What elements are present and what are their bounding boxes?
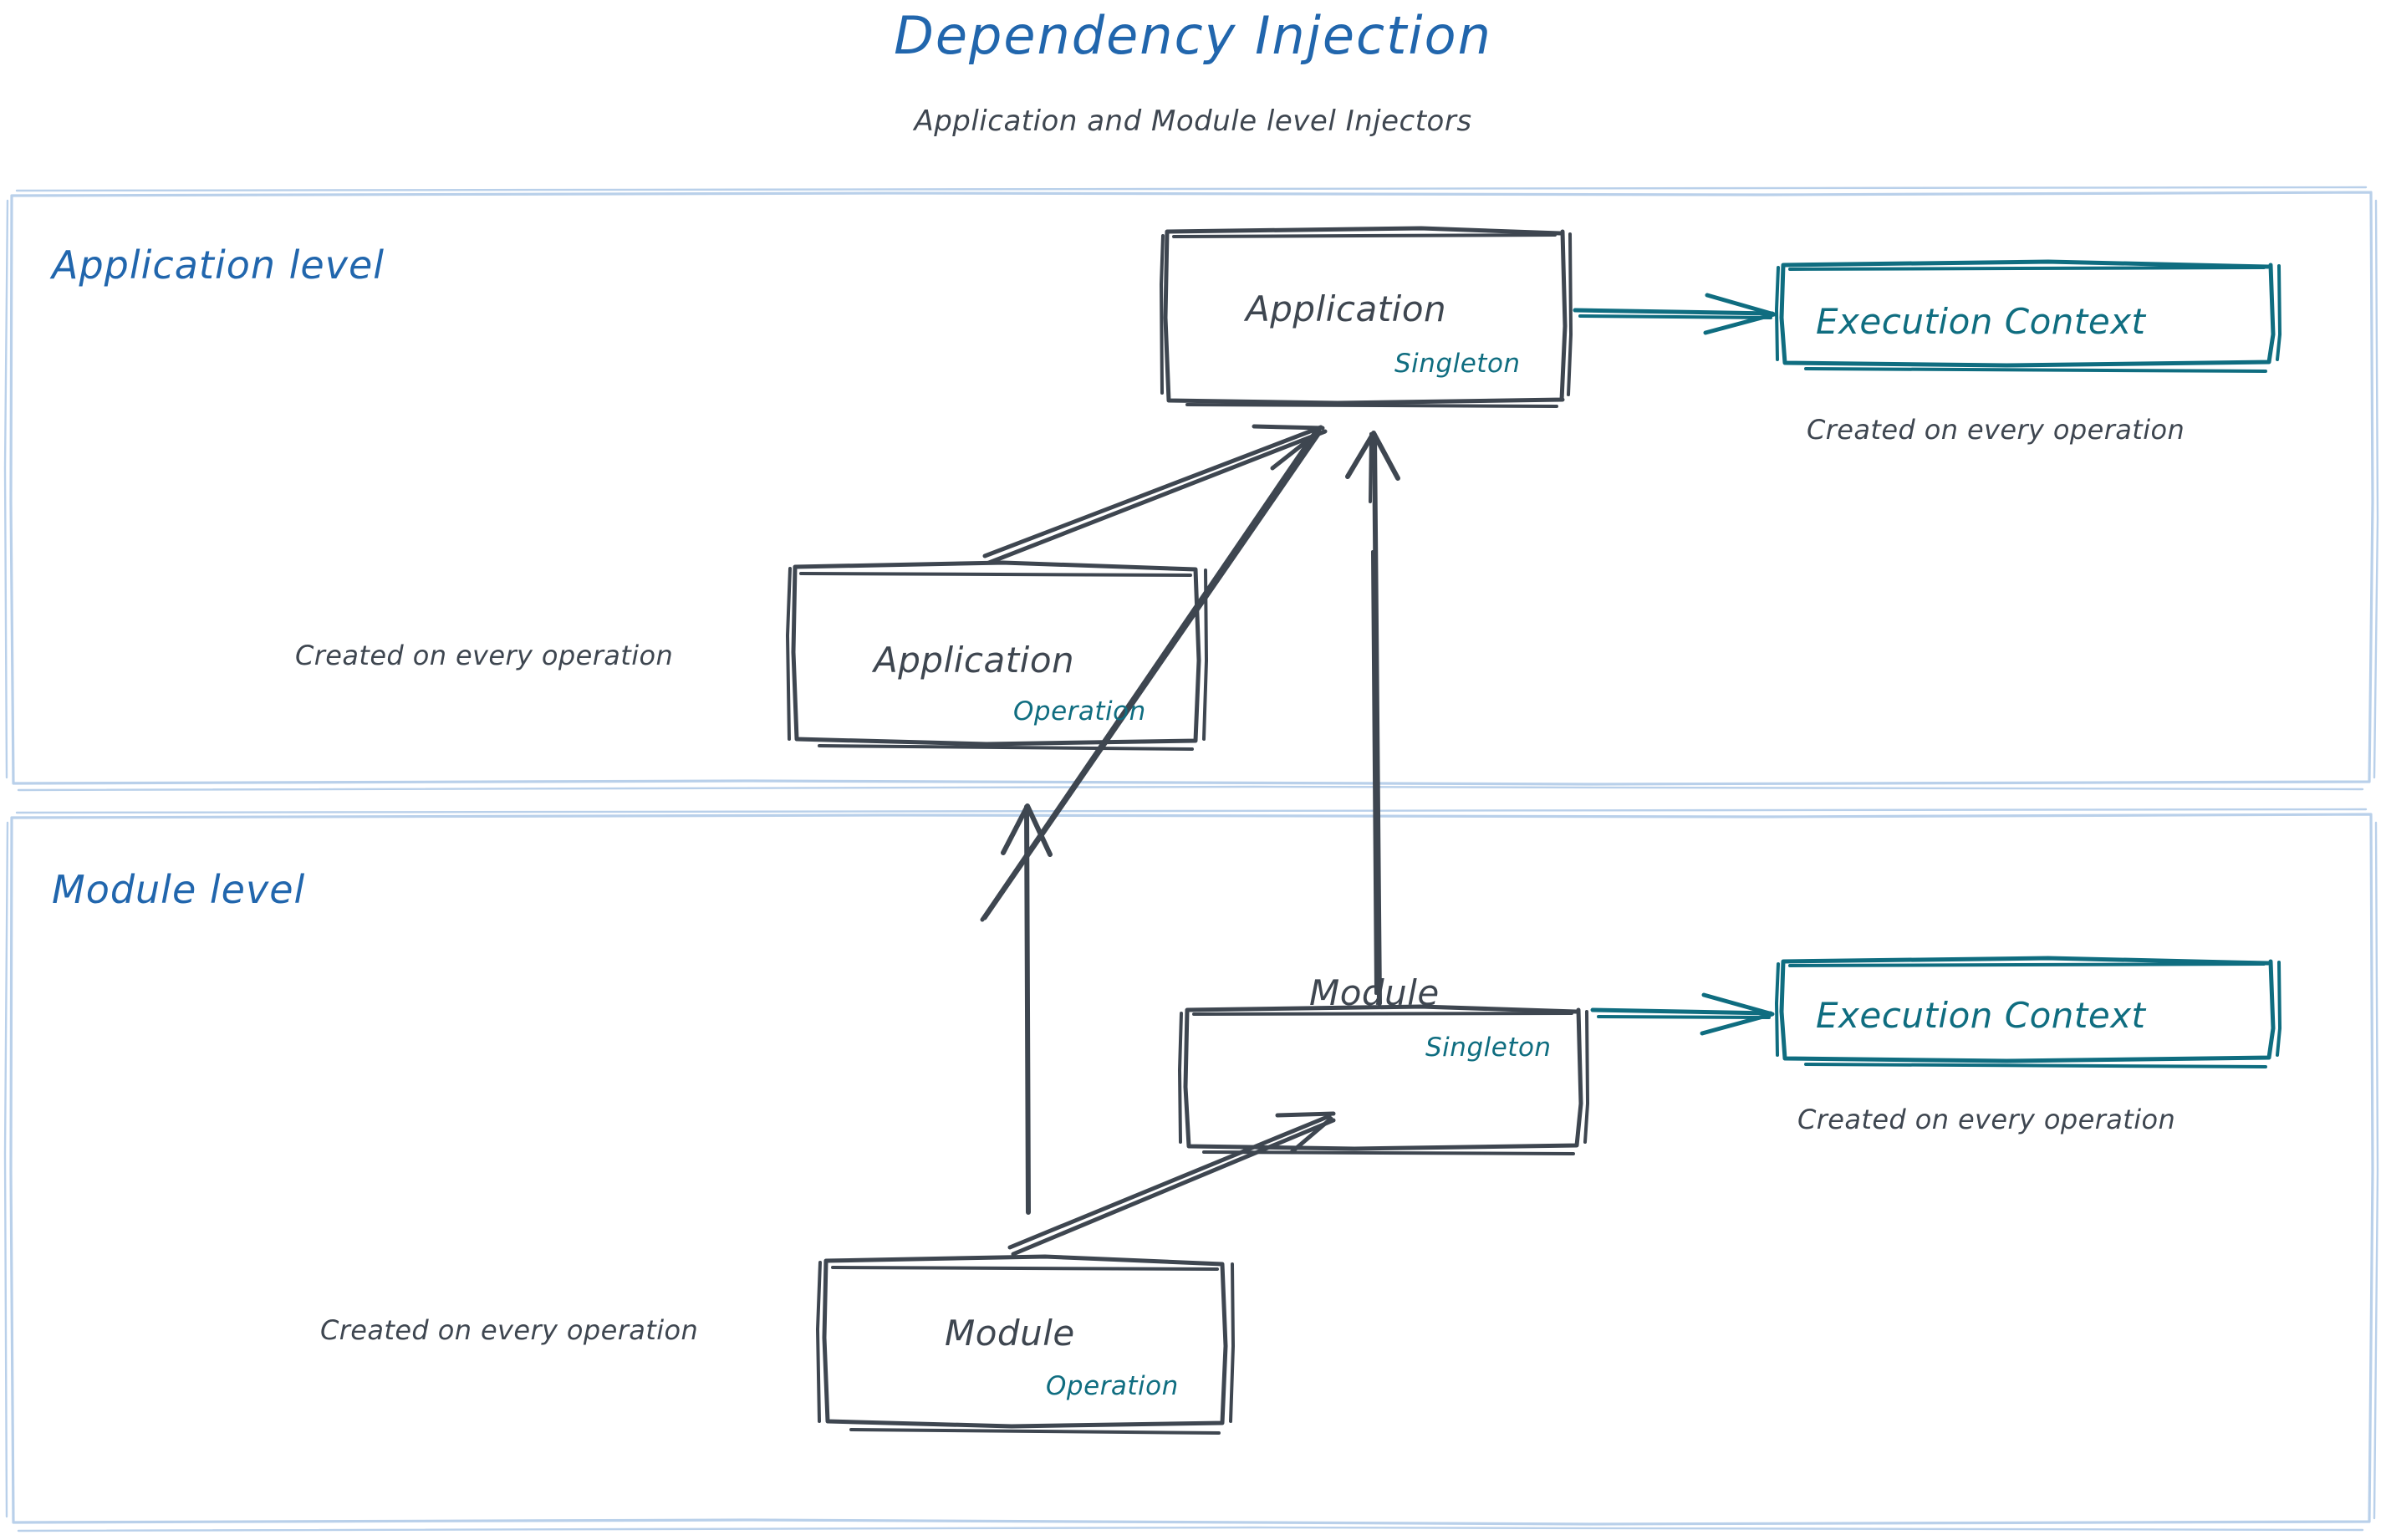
arrow-module-operation-to-module-singleton (1007, 1111, 1336, 1257)
arrow-module-singleton-to-execution-context (1590, 992, 1775, 1036)
page-title: Dependency Injection (894, 5, 1492, 66)
annotation-execution-context-application: Created on every operation (1807, 414, 2185, 446)
module-singleton-title: Module (1309, 972, 1440, 1013)
annotation-module-operation: Created on every operation (320, 1314, 699, 1346)
application-singleton-scope: Singleton (1394, 349, 1521, 379)
arrow-module-singleton-to-application-singleton (1345, 431, 1400, 1006)
module-operation-scope: Operation (1046, 1371, 1179, 1401)
arrow-module-level-to-application-level (1001, 803, 1053, 1215)
section-label-application-level: Application level (52, 242, 385, 288)
application-singleton-title: Application (1246, 288, 1447, 329)
module-singleton-box[interactable] (1178, 1004, 1589, 1155)
page-subtitle: Application and Module level Injectors (914, 105, 1472, 138)
annotation-execution-context-module: Created on every operation (1797, 1104, 2176, 1135)
application-operation-scope: Operation (1013, 696, 1146, 727)
module-singleton-scope: Singleton (1425, 1033, 1552, 1063)
arrow-application-singleton-to-execution-context (1573, 293, 1777, 335)
module-level-container (3, 808, 2379, 1532)
execution-context-module-title: Execution Context (1816, 995, 2146, 1036)
module-operation-title: Module (945, 1313, 1075, 1354)
annotation-application-operation: Created on every operation (295, 640, 674, 671)
execution-context-application-title: Execution Context (1816, 301, 2146, 342)
section-label-module-level: Module level (52, 867, 306, 912)
application-operation-title: Application (874, 640, 1075, 681)
